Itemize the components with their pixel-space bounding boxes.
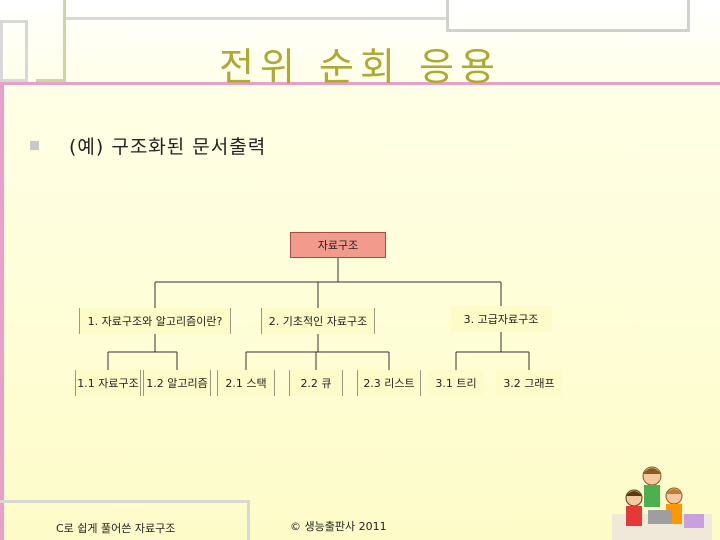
- footer-copyright: © 생능출판사 2011: [290, 520, 387, 533]
- tree-node-chapter-1: 1. 자료구조와 알고리즘이란?: [80, 308, 230, 334]
- tree-node-2-1: 2.1 스택: [218, 370, 274, 396]
- bullet-item: (예) 구조화된 문서출력: [30, 132, 266, 159]
- tree-node-3-1: 3.1 트리: [428, 370, 484, 396]
- bullet-text: (예) 구조화된 문서출력: [69, 136, 267, 158]
- footer-book-title: C로 쉽게 풀어쓴 자료구조: [56, 522, 176, 535]
- tree-node-chapter-2: 2. 기초적인 자료구조: [262, 308, 374, 334]
- tree-node-1-1: 1.1 자료구조: [76, 370, 140, 396]
- deco-frame-bottom: [0, 500, 250, 540]
- tree-node-2-2: 2.2 큐: [290, 370, 342, 396]
- deco-frame-left: [0, 20, 28, 82]
- slide-title: 전위 순회 응용: [219, 45, 501, 89]
- deco-frame-pink-h: [0, 82, 720, 85]
- tree-node-root: 자료구조: [290, 232, 386, 258]
- deco-frame-green: [36, 0, 66, 82]
- tree-node-chapter-3: 3. 고급자료구조: [450, 306, 552, 332]
- children-clipart-icon: [612, 466, 712, 540]
- tree-node-2-3: 2.3 리스트: [358, 370, 420, 396]
- bullet-square-icon: [30, 141, 39, 150]
- deco-frame-top: [66, 0, 446, 20]
- tree-node-1-2: 1.2 알고리즘: [144, 370, 210, 396]
- tree-node-3-2: 3.2 그래프: [496, 370, 562, 396]
- deco-frame-pink-v: [0, 82, 4, 540]
- deco-frame-top-right: [446, 0, 690, 32]
